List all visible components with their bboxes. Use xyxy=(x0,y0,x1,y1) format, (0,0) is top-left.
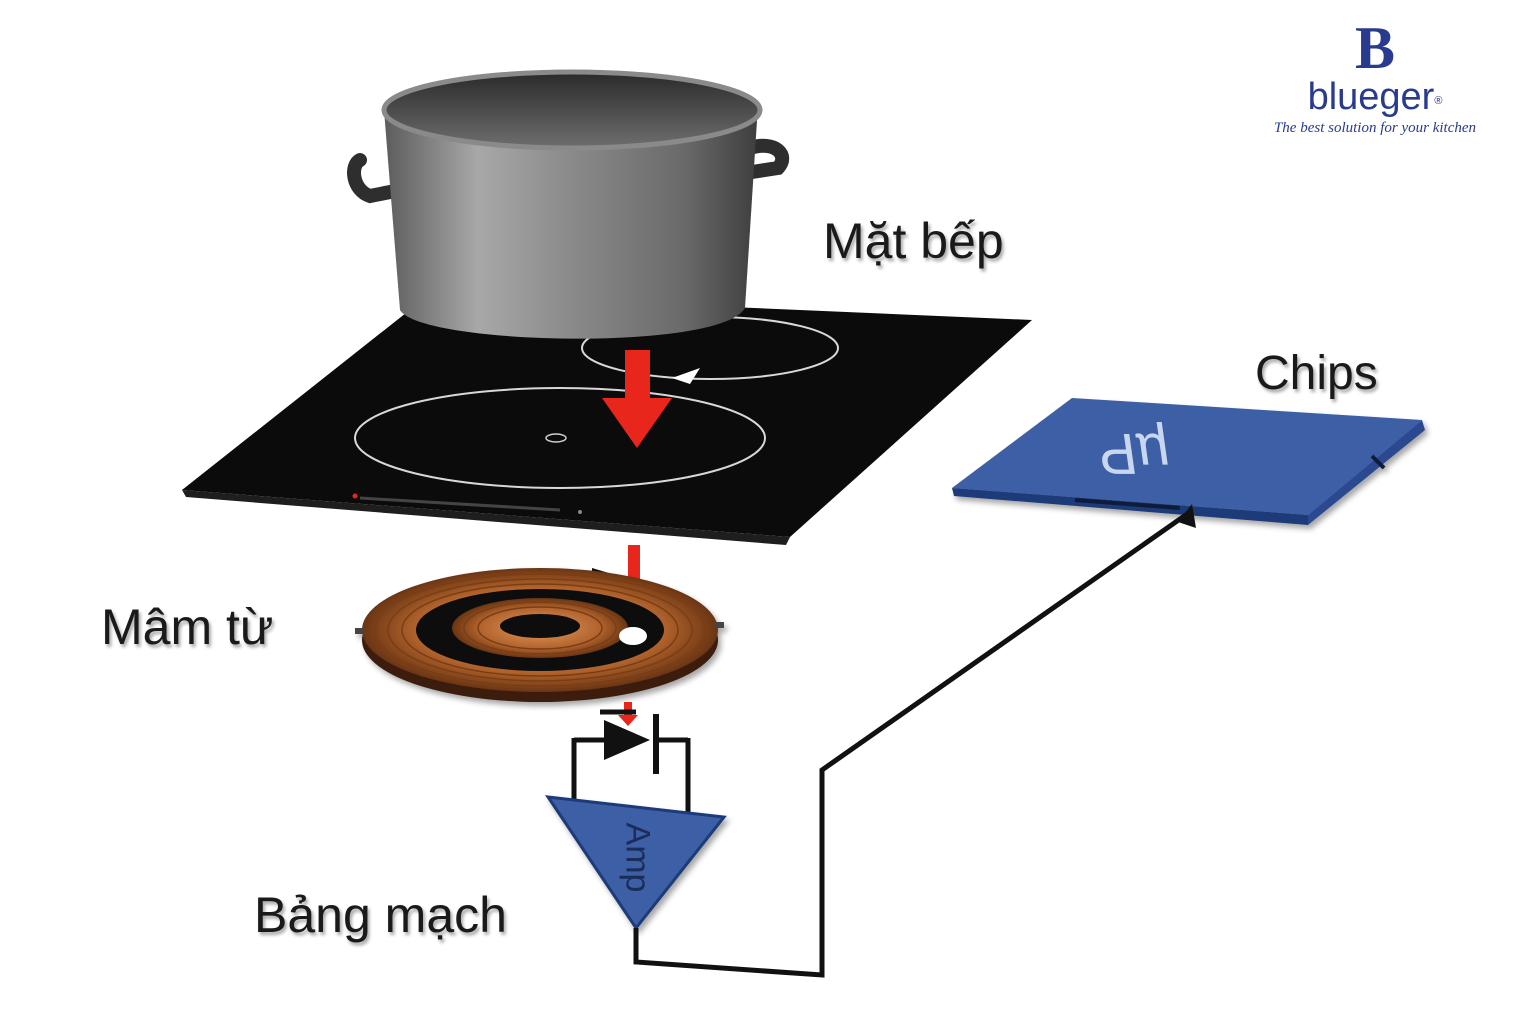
pot-handle-right xyxy=(743,138,790,179)
indicator-dot xyxy=(352,493,358,499)
amp-label: Amp xyxy=(618,822,657,893)
pot-rim xyxy=(381,69,763,151)
zone-center-mark xyxy=(545,433,567,443)
pot-body xyxy=(384,105,758,339)
indicator-dot xyxy=(578,510,582,514)
cooktop xyxy=(182,294,1032,545)
chip-pin xyxy=(1074,498,1181,510)
coil-label: Mâm từ xyxy=(101,599,274,655)
chip-label: µP xyxy=(1093,421,1175,486)
amp-triangle xyxy=(544,795,727,931)
arrow-white xyxy=(672,368,700,384)
coil-sensor xyxy=(619,627,647,645)
diode-triangle xyxy=(604,720,650,760)
brand-tagline: The best solution for your kitchen xyxy=(1273,120,1477,136)
diode-circuit xyxy=(571,709,691,812)
control-strip xyxy=(359,496,561,512)
signal-wire xyxy=(633,509,1192,978)
chip xyxy=(952,398,1425,525)
wire-arrow-head xyxy=(1178,504,1196,528)
circuit-board-label: Bảng mạch xyxy=(254,887,507,943)
registered-mark: ® xyxy=(1434,95,1443,107)
induction-coil xyxy=(355,568,724,702)
cooktop-edge xyxy=(182,490,790,545)
pot-handle-left xyxy=(347,153,407,204)
cooktop-label: Mặt bếp xyxy=(823,213,1004,269)
brand-logo: B blueger® The best solution for your ki… xyxy=(1240,15,1510,137)
cooking-zone-front xyxy=(354,387,766,489)
arrow-down-large xyxy=(602,350,672,448)
chip-edge-front xyxy=(952,488,1308,525)
chip-top xyxy=(952,398,1422,515)
pot xyxy=(347,69,790,339)
chip-edge-side xyxy=(1308,420,1425,525)
brand-name: blueger xyxy=(1307,76,1435,118)
brand-name-row: blueger® xyxy=(1240,78,1510,116)
cooktop-glass xyxy=(182,294,1032,537)
logo-mark: B xyxy=(1354,15,1396,81)
amplifier xyxy=(544,795,727,931)
chips-label: Chips xyxy=(1255,347,1378,400)
chip-pin xyxy=(1370,454,1386,470)
coil-center xyxy=(500,614,580,638)
